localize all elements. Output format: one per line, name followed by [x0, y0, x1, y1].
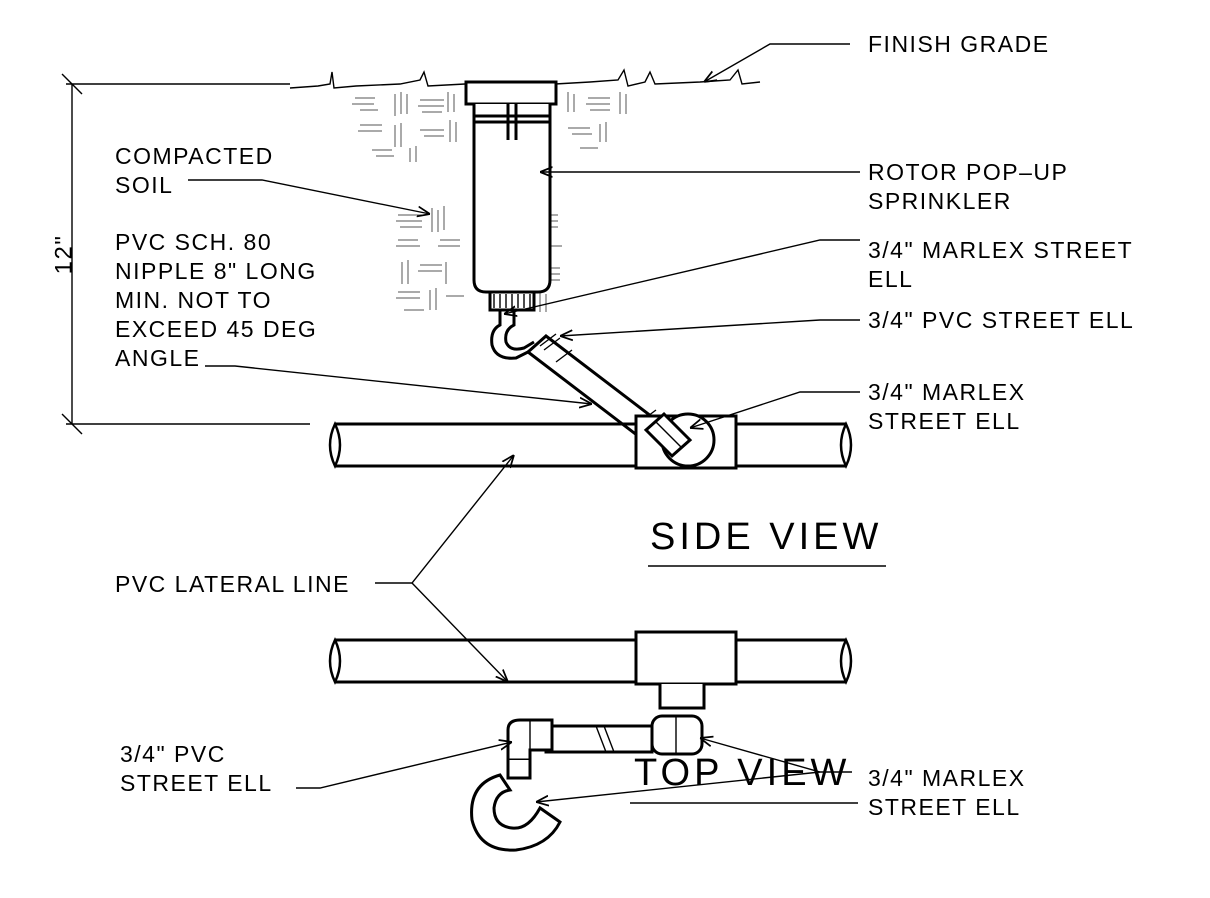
lateral-line-label: PVC LATERAL LINE — [115, 571, 350, 597]
finish-grade-label: FINISH GRADE — [868, 31, 1050, 57]
compacted-soil-label: COMPACTED SOIL — [115, 143, 274, 198]
pvc-street-ell-label: 3/4" PVC STREET ELL — [868, 307, 1135, 333]
top-marlex-ell-label: 3/4" MARLEX STREET ELL — [868, 765, 1026, 820]
lateral-pipe-side — [328, 411, 853, 470]
finish-grade-line — [289, 68, 761, 89]
lateral-pipe-top — [328, 630, 853, 852]
dimension-label: 12" — [50, 234, 78, 275]
leader-lines — [188, 43, 860, 802]
side-view-title: SIDE VIEW — [650, 516, 883, 558]
dimension-12in — [61, 73, 310, 435]
top-pvc-ell-label: 3/4" PVC STREET ELL — [120, 741, 273, 796]
nipple-label: PVC SCH. 80 NIPPLE 8" LONG MIN. NOT TO E… — [115, 229, 318, 371]
rotor-sprinkler-label: ROTOR POP–UP SPRINKLER — [868, 159, 1069, 214]
top-view-title: TOP VIEW — [634, 752, 851, 794]
marlex-ell-top-label: 3/4" MARLEX STREET ELL — [868, 237, 1134, 292]
rotor-sprinkler — [464, 80, 558, 312]
marlex-ell-side-label: 3/4" MARLEX STREET ELL — [868, 379, 1026, 434]
top-marlex-ell — [490, 310, 541, 360]
